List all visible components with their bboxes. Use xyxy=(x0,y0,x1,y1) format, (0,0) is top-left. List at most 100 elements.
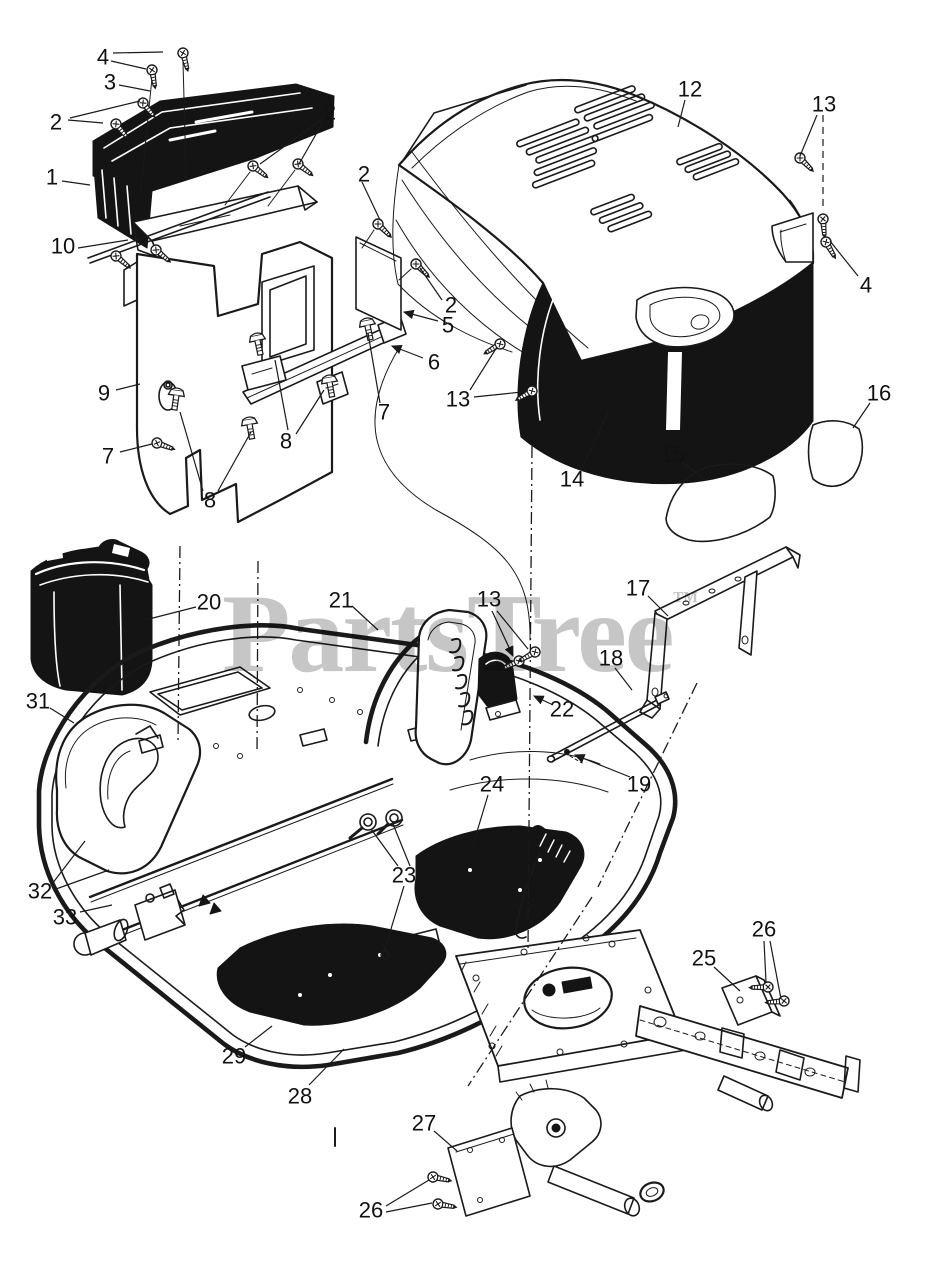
callout-leader-line xyxy=(79,904,113,913)
callout-label-33: 33 xyxy=(53,905,77,930)
callout-leader-line xyxy=(614,667,633,691)
callout-leader-line xyxy=(469,346,498,391)
callout-leader-line xyxy=(144,606,197,621)
screw-icon xyxy=(480,336,508,360)
callout-leader-line xyxy=(118,84,151,92)
callout-label-32: 32 xyxy=(28,879,52,904)
callout-label-7: 7 xyxy=(378,400,390,425)
callout-leader-line xyxy=(370,828,399,867)
callout-label-24: 24 xyxy=(480,772,504,797)
shift-lever xyxy=(514,825,581,939)
footrest-left-part-28 xyxy=(216,923,447,1026)
steering-console-part-31 xyxy=(55,703,202,875)
support-bracket-part-17 xyxy=(639,546,801,719)
callout-label-10: 10 xyxy=(51,234,75,259)
screw-icon xyxy=(792,150,818,176)
callout-label-25: 25 xyxy=(692,946,716,971)
hood-side-lens-notch xyxy=(771,212,814,263)
support-bracket-part-10 xyxy=(87,61,318,264)
callout-leader-line xyxy=(713,966,741,992)
callout-label-15: 15 xyxy=(661,442,685,467)
callout-label-13: 13 xyxy=(812,92,836,117)
callout-leader-line xyxy=(852,402,871,429)
callout-label-14: 14 xyxy=(560,467,584,492)
cross-rail-part-6 xyxy=(241,315,407,405)
callout-leader-line xyxy=(491,610,514,658)
screw-icon xyxy=(108,248,135,273)
grille-lens-part-15 xyxy=(665,463,776,543)
dash-tower-part-9 xyxy=(123,240,334,524)
callout-leader-line xyxy=(769,940,782,1000)
callout-label-13: 13 xyxy=(446,387,470,412)
callout-leader-line xyxy=(259,119,322,165)
screw-icon xyxy=(245,158,272,183)
hood-vent-slots xyxy=(516,85,740,233)
callout-label-9: 9 xyxy=(98,381,110,406)
explosion-axis-lines xyxy=(177,445,698,1147)
callout-leader-line xyxy=(77,239,129,249)
callout-leader-line xyxy=(433,1130,458,1152)
callout-label-29: 29 xyxy=(222,1044,246,1069)
callout-label-1: 1 xyxy=(46,165,58,190)
screw-icon xyxy=(370,216,396,242)
callout-label-21: 21 xyxy=(329,588,353,613)
callout-label-2: 2 xyxy=(50,110,62,135)
callout-leader-line xyxy=(51,840,86,885)
callout-label-19: 19 xyxy=(627,772,651,797)
callout-leader-line xyxy=(573,754,631,778)
callout-label-31: 31 xyxy=(26,689,50,714)
callout-leader-line xyxy=(472,794,489,846)
callout-label-2: 2 xyxy=(324,100,336,125)
callout-leader-line xyxy=(69,100,141,119)
side-plate-part-5 xyxy=(355,229,412,331)
callout-label-16: 16 xyxy=(867,381,891,406)
axle-bracket-part-27 xyxy=(447,1127,531,1217)
callout-label-23: 23 xyxy=(392,863,416,888)
callout-leader-line xyxy=(419,267,443,301)
callout-leader-line xyxy=(49,707,75,724)
callout-leader-line xyxy=(244,1025,273,1048)
screw-icon xyxy=(431,1197,459,1213)
callout-leader-line xyxy=(119,443,153,453)
callout-leader-line xyxy=(217,431,252,492)
callout-leader-line xyxy=(473,391,523,398)
callout-leader-line xyxy=(392,823,411,867)
callout-leader-line xyxy=(647,595,669,617)
callout-label-20: 20 xyxy=(197,590,221,615)
callout-label-3: 3 xyxy=(104,70,116,95)
lift-rod-part-18 xyxy=(546,691,670,764)
callout-leader-line xyxy=(295,389,325,435)
screw-icon xyxy=(176,46,194,74)
callout-leader-line xyxy=(677,99,686,128)
callout-leader-line xyxy=(110,60,147,70)
callout-leader-line xyxy=(308,1048,345,1086)
screw-icon xyxy=(816,212,831,240)
screw-icon xyxy=(145,63,161,91)
hood-part-12 xyxy=(374,78,815,641)
callout-label-12: 12 xyxy=(678,77,702,102)
callout-label-22: 22 xyxy=(550,697,574,722)
callout-leader-line xyxy=(274,359,289,431)
callout-leader-line xyxy=(829,240,859,277)
callout-label-17: 17 xyxy=(626,576,650,601)
callout-label-2: 2 xyxy=(445,293,457,318)
callout-label-26: 26 xyxy=(359,1198,383,1223)
footrest-right-part-24 xyxy=(414,825,585,940)
callout-label-8: 8 xyxy=(280,429,292,454)
callout-leader-line xyxy=(179,411,204,492)
steering-sector-gear xyxy=(510,1079,602,1168)
callout-leader-line xyxy=(390,344,424,359)
callout-leader-line xyxy=(402,309,439,322)
callout-leader-line xyxy=(532,695,552,705)
rod-pin-part-19 xyxy=(564,749,570,755)
callout-leader-line xyxy=(383,885,405,953)
callout-leader-line xyxy=(55,869,110,890)
fender-console-part-21 xyxy=(414,608,488,766)
callout-label-5: 5 xyxy=(442,313,454,338)
battery-box-part-20 xyxy=(30,539,153,696)
steering-shaft-part-32 xyxy=(73,777,404,956)
callout-leader-line xyxy=(763,940,767,983)
callout-leader-line xyxy=(367,332,381,404)
